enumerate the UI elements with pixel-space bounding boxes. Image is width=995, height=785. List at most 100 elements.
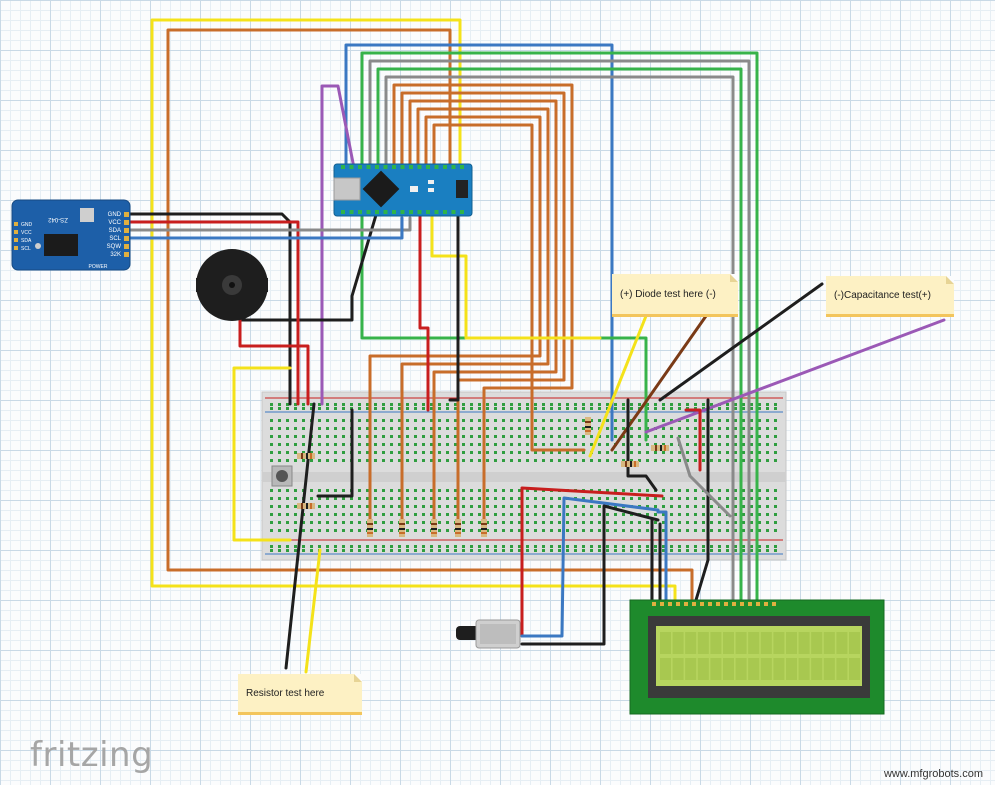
- nano-pin: [383, 165, 388, 169]
- breadboard-hole: [294, 407, 297, 410]
- breadboard-hole: [278, 403, 281, 406]
- breadboard-hole: [542, 403, 545, 406]
- breadboard-hole: [478, 505, 481, 508]
- breadboard-holes: [270, 403, 777, 552]
- breadboard-hole: [542, 529, 545, 532]
- breadboard-hole: [422, 407, 425, 410]
- wire-green-2: [376, 67, 743, 602]
- breadboard-hole: [542, 419, 545, 422]
- breadboard-hole: [494, 419, 497, 422]
- breadboard-hole: [446, 549, 449, 552]
- breadboard-hole: [566, 459, 569, 462]
- breadboard-hole: [718, 427, 721, 430]
- breadboard-hole: [750, 427, 753, 430]
- lcd-pin: [652, 602, 656, 606]
- lcd-pin: [740, 602, 744, 606]
- breadboard-hole: [750, 407, 753, 410]
- wire-orange-4: [400, 107, 550, 522]
- breadboard-hole: [638, 451, 641, 454]
- breadboard-hole: [710, 427, 713, 430]
- wire-red-nano: [418, 213, 432, 412]
- breadboard-hole: [486, 545, 489, 548]
- breadboard-hole: [398, 435, 401, 438]
- breadboard-hole: [742, 521, 745, 524]
- breadboard-hole: [302, 459, 305, 462]
- nano-pin: [426, 210, 430, 214]
- breadboard-hole: [726, 489, 729, 492]
- lcd-pin: [732, 602, 736, 606]
- breadboard-hole: [558, 427, 561, 430]
- breadboard-hole: [726, 435, 729, 438]
- breadboard-hole: [622, 443, 625, 446]
- breadboard-hole: [294, 529, 297, 532]
- breadboard-hole: [534, 419, 537, 422]
- breadboard-hole: [526, 427, 529, 430]
- breadboard-hole: [430, 419, 433, 422]
- breadboard-hole: [502, 403, 505, 406]
- breadboard-hole: [702, 529, 705, 532]
- breadboard-hole: [654, 497, 657, 500]
- breadboard-hole: [694, 459, 697, 462]
- breadboard-hole: [414, 513, 417, 516]
- breadboard-hole: [558, 521, 561, 524]
- breadboard-hole: [478, 435, 481, 438]
- lcd-char-cell: [735, 658, 747, 680]
- breadboard-hole: [742, 451, 745, 454]
- breadboard-hole: [302, 545, 305, 548]
- breadboard-hole: [534, 505, 537, 508]
- breadboard-hole: [374, 489, 377, 492]
- breadboard-hole: [390, 427, 393, 430]
- breadboard-hole: [774, 459, 777, 462]
- breadboard-hole: [318, 407, 321, 410]
- wire-orange-2: [400, 91, 566, 522]
- breadboard-hole: [606, 497, 609, 500]
- breadboard-hole: [622, 403, 625, 406]
- breadboard-hole: [654, 419, 657, 422]
- breadboard-hole: [310, 459, 313, 462]
- breadboard-hole: [606, 521, 609, 524]
- breadboard-hole: [326, 549, 329, 552]
- breadboard-hole: [334, 545, 337, 548]
- breadboard-hole: [510, 435, 513, 438]
- breadboard-hole: [574, 435, 577, 438]
- breadboard-hole: [766, 443, 769, 446]
- lcd-character-grid: [660, 632, 860, 680]
- breadboard-hole: [374, 505, 377, 508]
- breadboard-hole: [406, 407, 409, 410]
- breadboard-hole: [270, 451, 273, 454]
- breadboard-hole: [398, 505, 401, 508]
- breadboard-hole: [582, 497, 585, 500]
- breadboard-hole: [502, 497, 505, 500]
- lcd-char-cell: [823, 632, 835, 654]
- breadboard-hole: [342, 513, 345, 516]
- breadboard-hole: [438, 545, 441, 548]
- breadboard-hole: [518, 497, 521, 500]
- breadboard-hole: [614, 521, 617, 524]
- breadboard-hole: [318, 435, 321, 438]
- breadboard-hole: [374, 451, 377, 454]
- breadboard-hole: [718, 435, 721, 438]
- wire-gray-rtc: [126, 216, 412, 232]
- breadboard-hole: [278, 505, 281, 508]
- breadboard-hole: [286, 427, 289, 430]
- breadboard-hole: [766, 521, 769, 524]
- breadboard-hole: [542, 435, 545, 438]
- breadboard-hole: [582, 407, 585, 410]
- breadboard-hole: [342, 407, 345, 410]
- breadboard-hole: [382, 521, 385, 524]
- breadboard-hole: [390, 549, 393, 552]
- breadboard-hole: [534, 529, 537, 532]
- lcd-pin: [692, 602, 696, 606]
- breadboard-hole: [310, 497, 313, 500]
- wire-black-bb-2: [626, 398, 658, 492]
- breadboard-hole: [470, 443, 473, 446]
- breadboard-hole: [454, 513, 457, 516]
- breadboard-hole: [470, 403, 473, 406]
- breadboard-hole: [382, 529, 385, 532]
- breadboard-hole: [670, 443, 673, 446]
- breadboard-hole: [342, 529, 345, 532]
- breadboard-hole: [278, 427, 281, 430]
- breadboard-hole: [270, 521, 273, 524]
